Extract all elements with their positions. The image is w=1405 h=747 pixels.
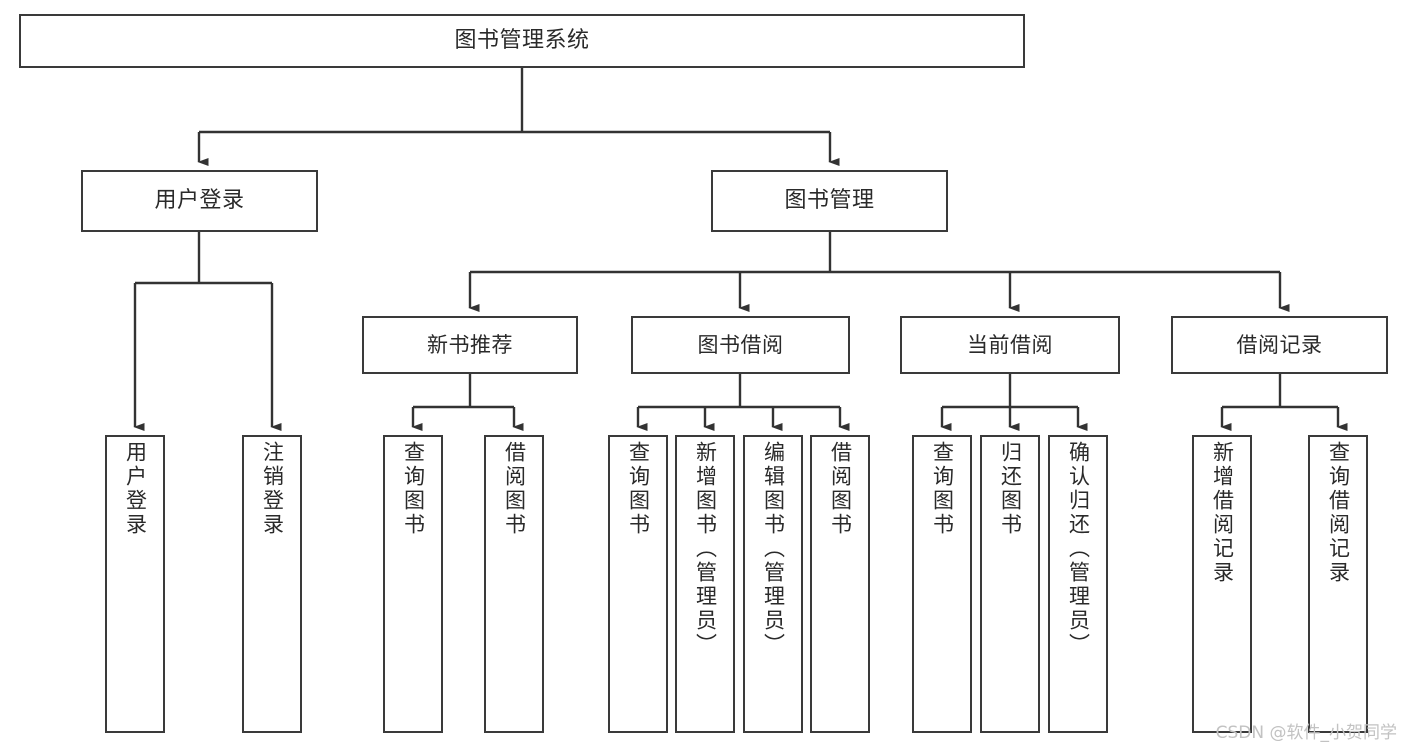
node-leaf-return-book[interactable]: 归还图书: [980, 435, 1040, 733]
node-leaf-borrow-book-1[interactable]: 借阅图书: [484, 435, 544, 733]
node-label: 借阅图书: [828, 441, 853, 537]
node-label: 查询图书: [401, 441, 426, 537]
node-leaf-query-book-2[interactable]: 查询图书: [608, 435, 668, 733]
node-leaf-edit-book-admin[interactable]: 编辑图书（管理员）: [743, 435, 803, 733]
node-book-borrow[interactable]: 图书借阅: [631, 316, 850, 374]
node-label: 新书推荐: [427, 332, 513, 357]
node-leaf-query-borrow-record[interactable]: 查询借阅记录: [1308, 435, 1368, 733]
node-label: 编辑图书（管理员）: [761, 441, 786, 657]
node-label: 图书管理: [784, 188, 875, 214]
node-leaf-user-login[interactable]: 用户登录: [105, 435, 165, 733]
node-label: 当前借阅: [967, 332, 1053, 357]
node-leaf-logout-login[interactable]: 注销登录: [242, 435, 302, 733]
node-label: 新增借阅记录: [1210, 441, 1235, 585]
node-root-book-management-system[interactable]: 图书管理系统: [19, 14, 1025, 68]
node-borrow-record[interactable]: 借阅记录: [1171, 316, 1388, 374]
node-leaf-confirm-return-admin[interactable]: 确认归还（管理员）: [1048, 435, 1108, 733]
node-label: 用户登录: [123, 441, 148, 537]
node-leaf-borrow-book-2[interactable]: 借阅图书: [810, 435, 870, 733]
node-label: 查询图书: [626, 441, 651, 537]
node-user-login[interactable]: 用户登录: [81, 170, 318, 232]
node-leaf-query-book-3[interactable]: 查询图书: [912, 435, 972, 733]
watermark-text: CSDN @软件_小贺同学: [1215, 723, 1397, 743]
node-label: 图书借阅: [697, 332, 784, 357]
node-label: 新增图书（管理员）: [693, 441, 718, 657]
node-label: 查询图书: [930, 441, 955, 537]
node-label: 确认归还（管理员）: [1066, 441, 1091, 657]
node-label: 借阅记录: [1236, 332, 1323, 357]
node-label: 用户登录: [154, 188, 245, 214]
node-label: 归还图书: [998, 441, 1023, 537]
node-current-borrow[interactable]: 当前借阅: [900, 316, 1120, 374]
node-label: 查询借阅记录: [1326, 441, 1351, 585]
node-book-management[interactable]: 图书管理: [711, 170, 948, 232]
node-label: 图书管理系统: [454, 28, 590, 54]
node-label: 注销登录: [260, 441, 285, 537]
node-leaf-add-borrow-record[interactable]: 新增借阅记录: [1192, 435, 1252, 733]
node-label: 借阅图书: [502, 441, 527, 537]
node-new-book-recommend[interactable]: 新书推荐: [362, 316, 578, 374]
node-leaf-query-book-1[interactable]: 查询图书: [383, 435, 443, 733]
node-leaf-add-book-admin[interactable]: 新增图书（管理员）: [675, 435, 735, 733]
